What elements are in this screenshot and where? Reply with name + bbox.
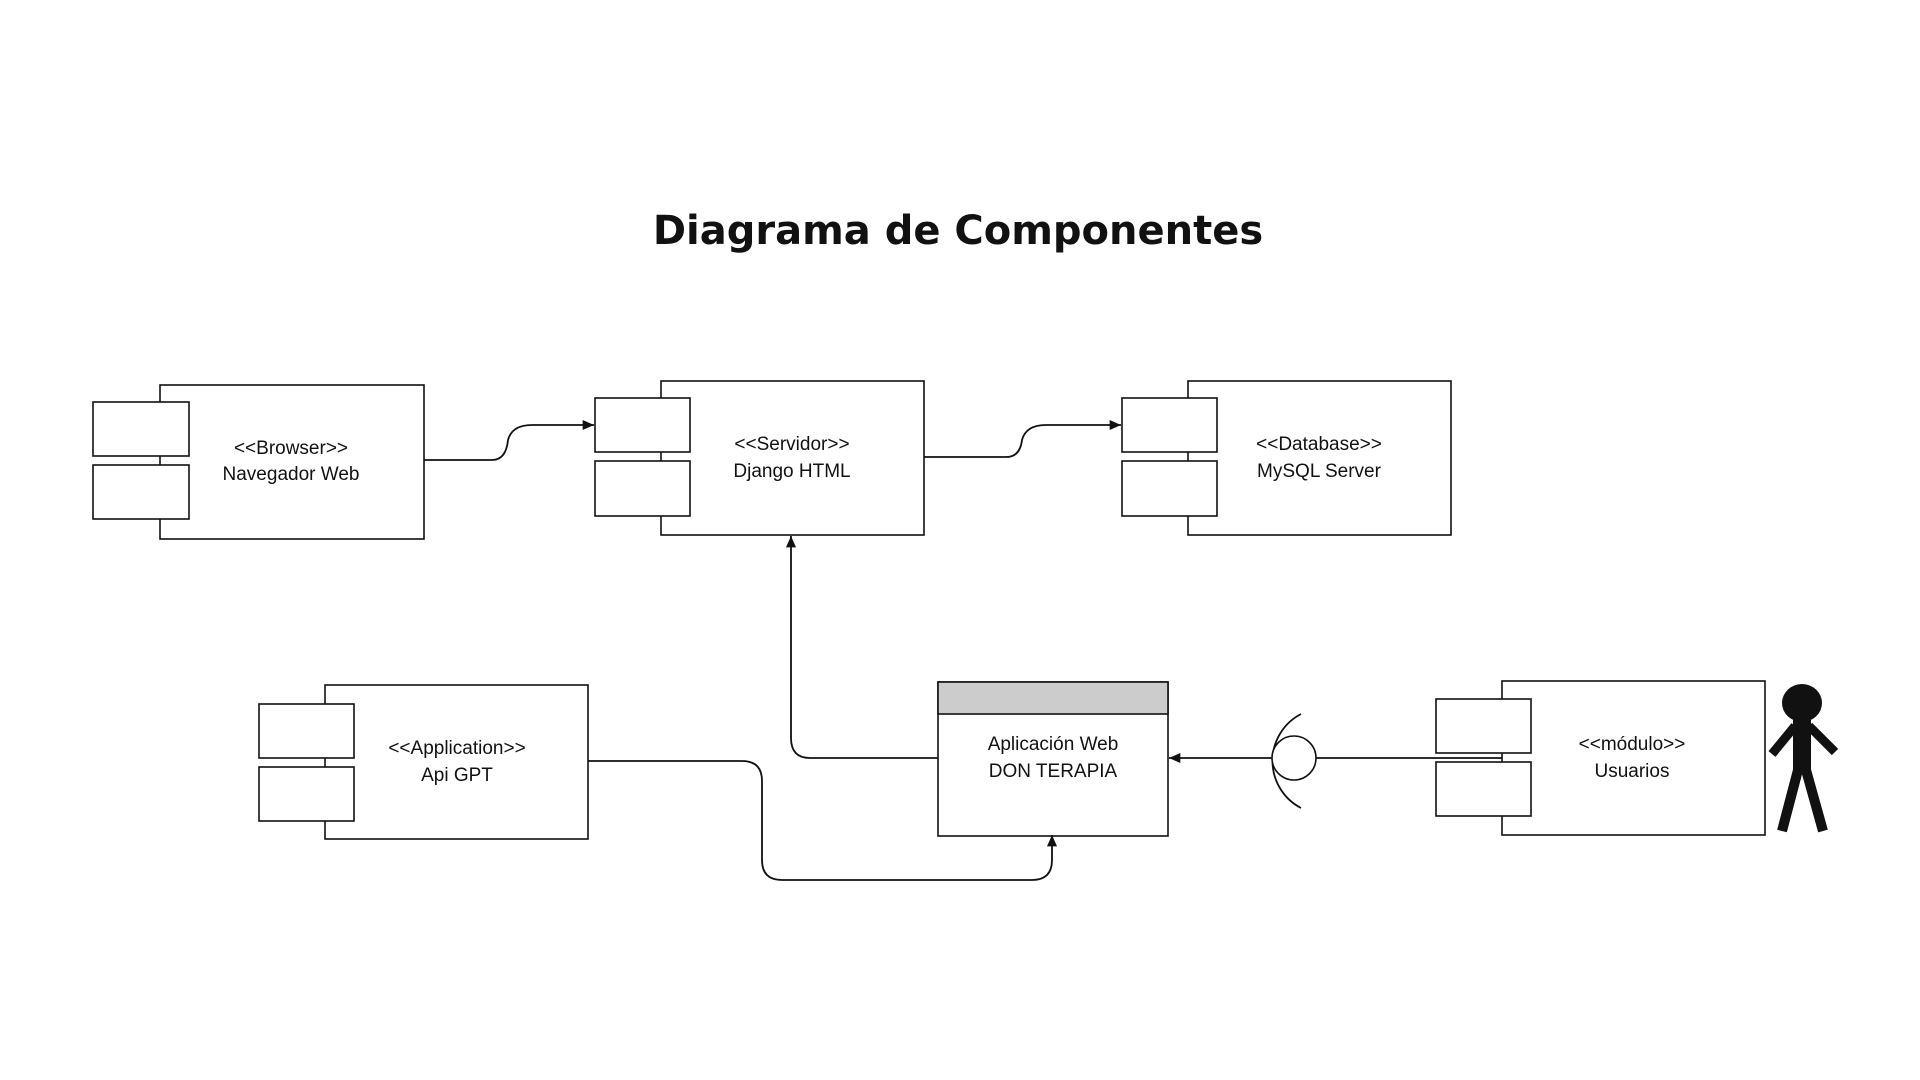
component-header [937,681,1169,715]
webapp-title-line1: Aplicación Web [988,734,1119,755]
actor-head [1782,684,1822,722]
connector-browser-to-servidor [424,419,594,461]
database-name: MySQL Server [1257,461,1382,482]
actor-right-leg [1801,768,1828,833]
component-port-bottom [258,766,355,822]
servidor-name: Django HTML [733,461,850,482]
connector-webapp-to-servidor [785,536,938,759]
component-browser[interactable]: <<Browser>> Navegador Web [92,384,425,540]
browser-name: Navegador Web [223,464,360,485]
user-actor-icon [1768,684,1839,833]
application-name: Api GPT [421,765,493,786]
component-body [159,384,425,540]
servidor-stereotype: <<Servidor>> [734,434,849,455]
component-servidor[interactable]: <<Servidor>> Django HTML [594,380,925,536]
browser-stereotype: <<Browser>> [234,438,348,459]
connector-application-to-webapp [588,760,1058,881]
component-body [1187,380,1452,536]
component-port-top [1435,698,1532,754]
component-application[interactable]: <<Application>> Api GPT [258,684,589,840]
component-port-top [1121,397,1218,453]
component-body [324,684,589,840]
interface-lollipop [1169,713,1502,809]
component-body [1501,680,1766,836]
component-body [660,380,925,536]
actor-left-arm [1768,723,1799,757]
diagram-title: Diagrama de Componentes [653,208,1263,254]
actor-left-leg [1777,768,1803,833]
database-stereotype: <<Database>> [1256,434,1382,455]
actor-right-arm [1805,722,1839,756]
component-port-bottom [92,464,190,520]
application-stereotype: <<Application>> [388,738,525,759]
actor-body [1793,720,1811,773]
component-port-top [92,401,190,457]
interface-ball [1271,735,1317,781]
component-modulo[interactable]: <<módulo>> Usuarios [1435,680,1766,836]
webapp-title-line2: DON TERAPIA [989,761,1118,782]
component-port-bottom [594,460,691,517]
component-port-bottom [1121,460,1218,517]
component-webapp[interactable]: Aplicación Web DON TERAPIA [937,681,1169,837]
modulo-name: Usuarios [1595,761,1670,782]
component-port-bottom [1435,761,1532,817]
component-database[interactable]: <<Database>> MySQL Server [1121,380,1452,536]
component-port-top [258,703,355,759]
connector-servidor-to-database [924,419,1121,458]
modulo-stereotype: <<módulo>> [1579,734,1686,755]
component-port-top [594,397,691,453]
